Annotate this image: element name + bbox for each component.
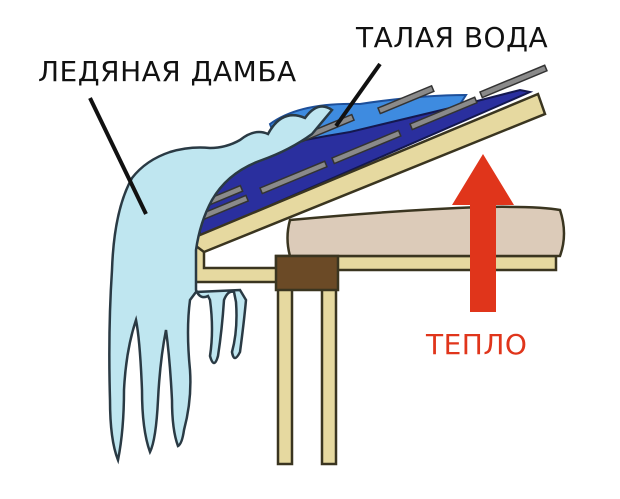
heat-label: ТЕПЛО: [426, 328, 528, 361]
ice-dam-label: ЛЕДЯНАЯ ДАМБА: [38, 55, 297, 88]
shingle: [259, 160, 328, 195]
ice-dam-leader-line: [88, 97, 148, 215]
wall-post-right: [320, 260, 338, 466]
ice-dam: [108, 105, 334, 465]
attic-insulation: [286, 205, 566, 258]
shingle: [479, 64, 548, 99]
heat-arrow: [452, 154, 514, 312]
meltwater-leader-line: [334, 62, 382, 128]
meltwater-label: ТАЛАЯ ВОДА: [356, 21, 549, 54]
wall-post-left: [276, 260, 294, 466]
shingle: [377, 84, 435, 115]
roof-deck: [185, 92, 547, 254]
shingle: [409, 96, 478, 131]
wall-top-beam: [274, 254, 340, 292]
shingle: [331, 129, 402, 165]
